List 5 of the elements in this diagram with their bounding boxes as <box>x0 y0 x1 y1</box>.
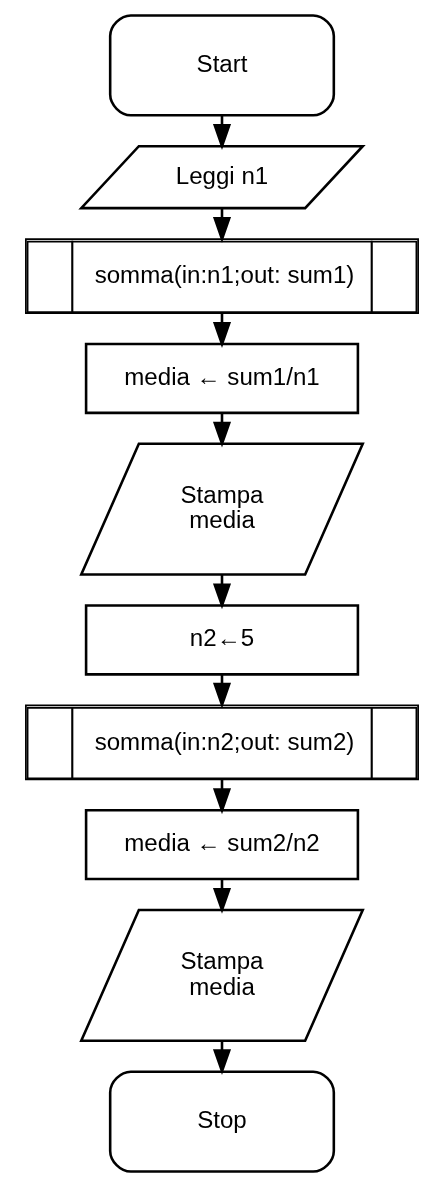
node-box: Start <box>108 14 336 117</box>
node-box: media ← sum2/n2 <box>84 808 360 881</box>
node-box: media ← sum1/n1 <box>84 342 360 415</box>
node-box: Stop <box>108 1070 336 1173</box>
node-box: n2←5 <box>84 604 360 676</box>
